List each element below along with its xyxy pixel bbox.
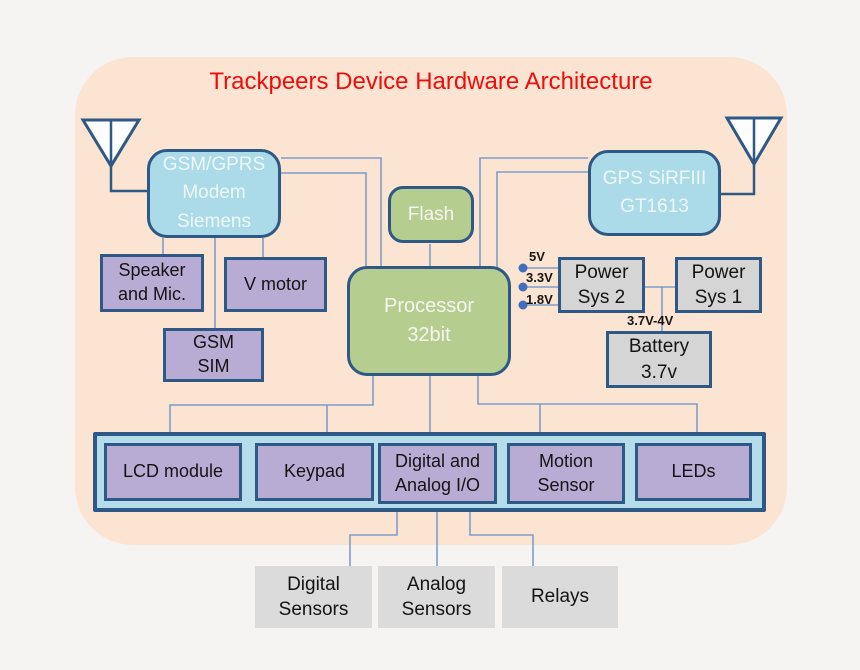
- node-gsm-modem: GSM/GPRS Modem Siemens: [147, 149, 281, 238]
- node-flash: Flash: [388, 186, 474, 243]
- node-speaker-mic: Speaker and Mic.: [100, 254, 204, 312]
- node-power-sys-2: Power Sys 2: [558, 257, 645, 313]
- node-relays: Relays: [502, 566, 618, 628]
- node-motion-sensor: Motion Sensor: [507, 443, 625, 504]
- node-processor: Processor 32bit: [347, 266, 511, 376]
- node-analog-sensors: Analog Sensors: [378, 566, 495, 628]
- node-battery: Battery 3.7v: [606, 331, 712, 388]
- node-gsm-sim: GSM SIM: [163, 328, 264, 382]
- node-power-sys-1: Power Sys 1: [675, 257, 762, 313]
- node-v-motor: V motor: [224, 257, 327, 312]
- label-rail-5v: 5V: [529, 249, 545, 264]
- node-digital-sensors: Digital Sensors: [255, 566, 372, 628]
- node-lcd-module: LCD module: [104, 443, 242, 501]
- node-leds: LEDs: [635, 443, 752, 501]
- label-rail-3v3: 3.3V: [526, 270, 553, 285]
- node-digital-analog-io: Digital and Analog I/O: [378, 443, 497, 504]
- node-keypad: Keypad: [255, 443, 374, 501]
- diagram-title: Trackpeers Device Hardware Architecture: [209, 68, 653, 95]
- node-gps-module: GPS SiRFIII GT1613: [588, 150, 721, 236]
- label-rail-1v8: 1.8V: [526, 292, 553, 307]
- label-battery-voltage-range: 3.7V-4V: [627, 313, 674, 328]
